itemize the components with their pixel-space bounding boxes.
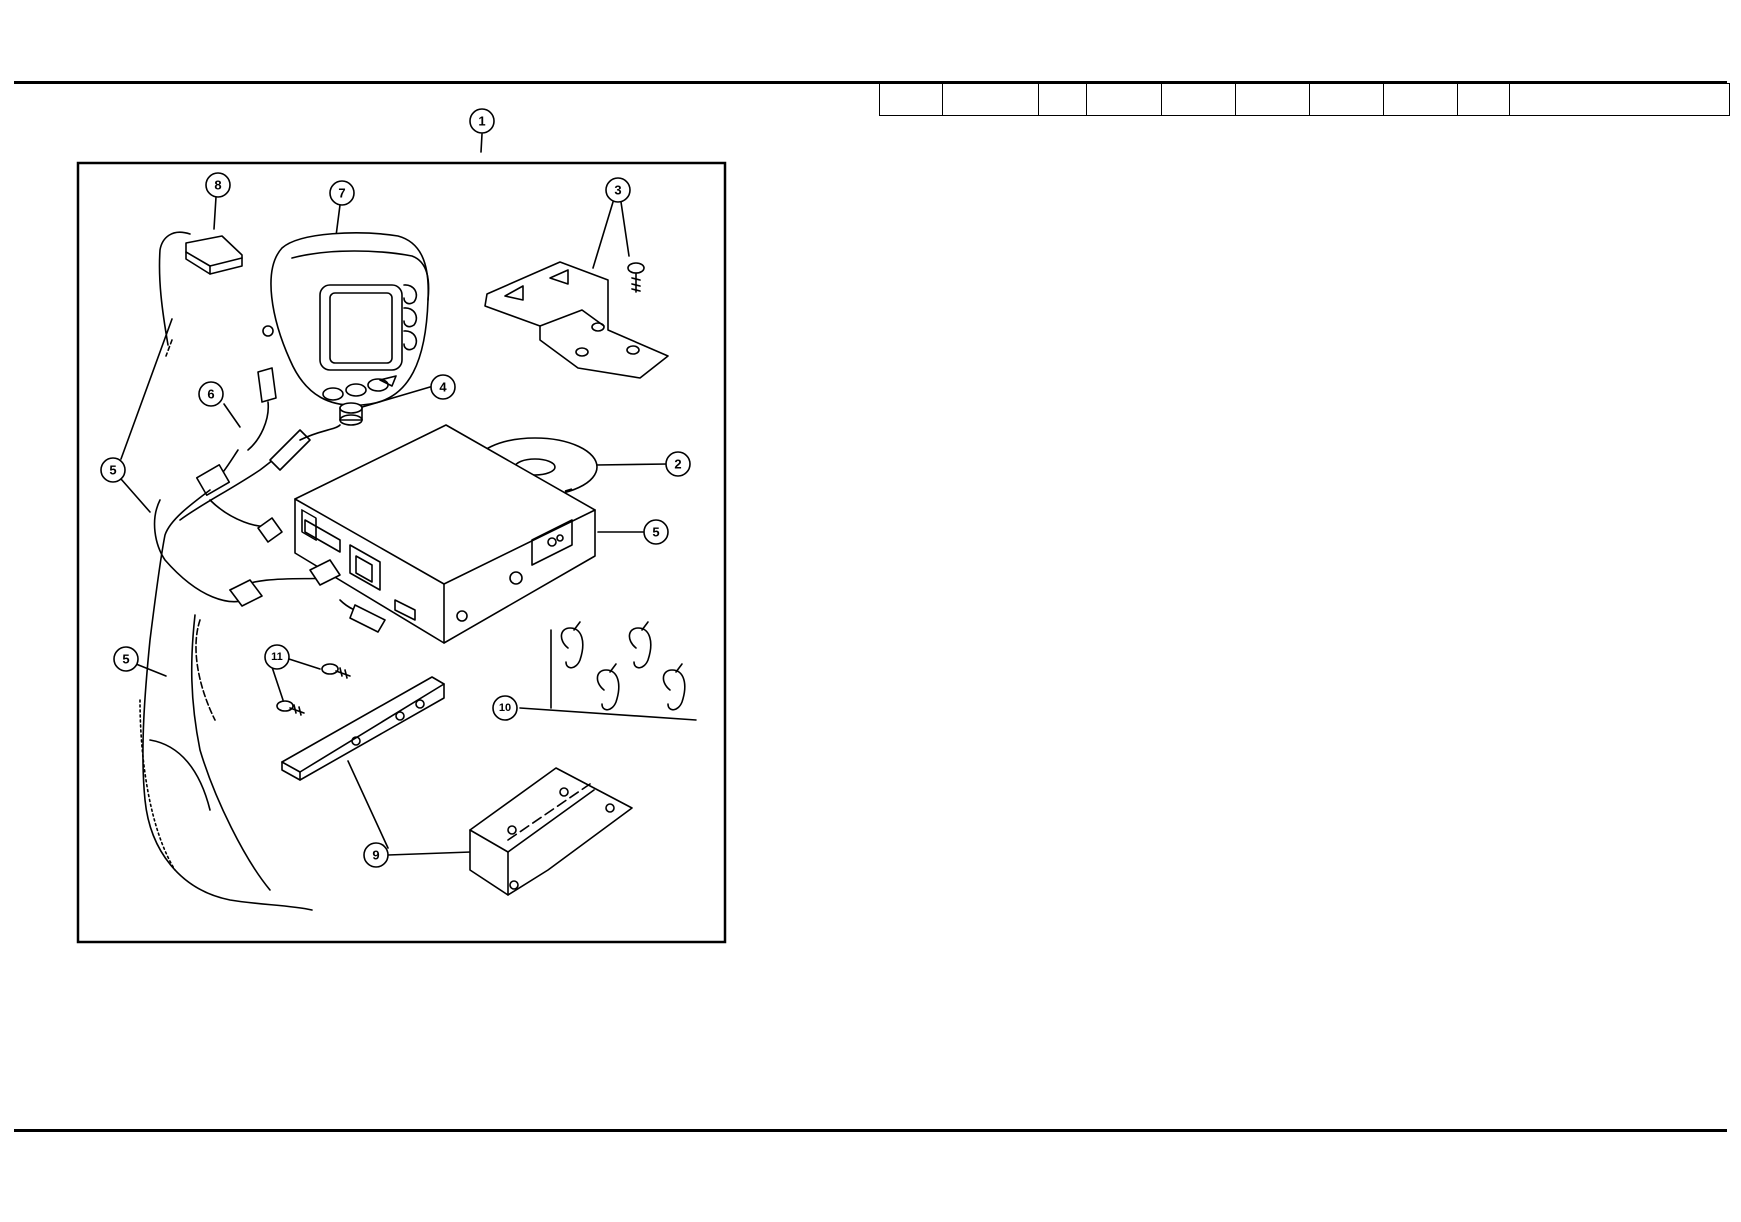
header-cell — [1235, 83, 1310, 116]
callout-4: 4 — [439, 380, 447, 395]
cable-clips — [560, 621, 686, 711]
callout-9: 9 — [372, 848, 379, 863]
callout-3: 3 — [614, 183, 621, 198]
callout-circles — [100, 108, 691, 868]
callout-8: 8 — [214, 178, 221, 193]
header-cell — [1038, 83, 1087, 116]
callout-5-computer: 5 — [652, 525, 659, 540]
top-rule — [14, 81, 1727, 84]
header-cell — [1383, 83, 1458, 116]
navigation-computer — [294, 424, 596, 644]
screws — [276, 663, 351, 716]
callout-7: 7 — [338, 186, 345, 201]
header-row — [879, 83, 1730, 116]
callout-1: 1 — [478, 114, 485, 129]
diagram-frame — [76, 161, 727, 944]
callout-6: 6 — [207, 387, 214, 402]
wiring-harness — [139, 367, 386, 911]
header-cell — [1309, 83, 1384, 116]
callout-2: 2 — [674, 457, 681, 472]
bottom-rule — [14, 1129, 1727, 1132]
gps-antenna — [158, 231, 243, 357]
callout-10: 10 — [499, 702, 511, 714]
header-cell — [1509, 83, 1730, 116]
rail-brackets — [281, 676, 633, 896]
header-cell — [1457, 83, 1510, 116]
callout-11: 11 — [271, 651, 283, 663]
parts-header-table — [879, 83, 1730, 116]
callout-labels: 1 2 3 4 5 5 5 6 7 8 9 10 11 — [109, 114, 681, 863]
callout-5-lower: 5 — [122, 652, 129, 667]
header-cell — [879, 83, 943, 116]
leader-lines — [120, 133, 697, 856]
callout-5-harness: 5 — [109, 463, 116, 478]
mounting-bracket — [484, 261, 669, 379]
display-unit — [262, 232, 430, 426]
